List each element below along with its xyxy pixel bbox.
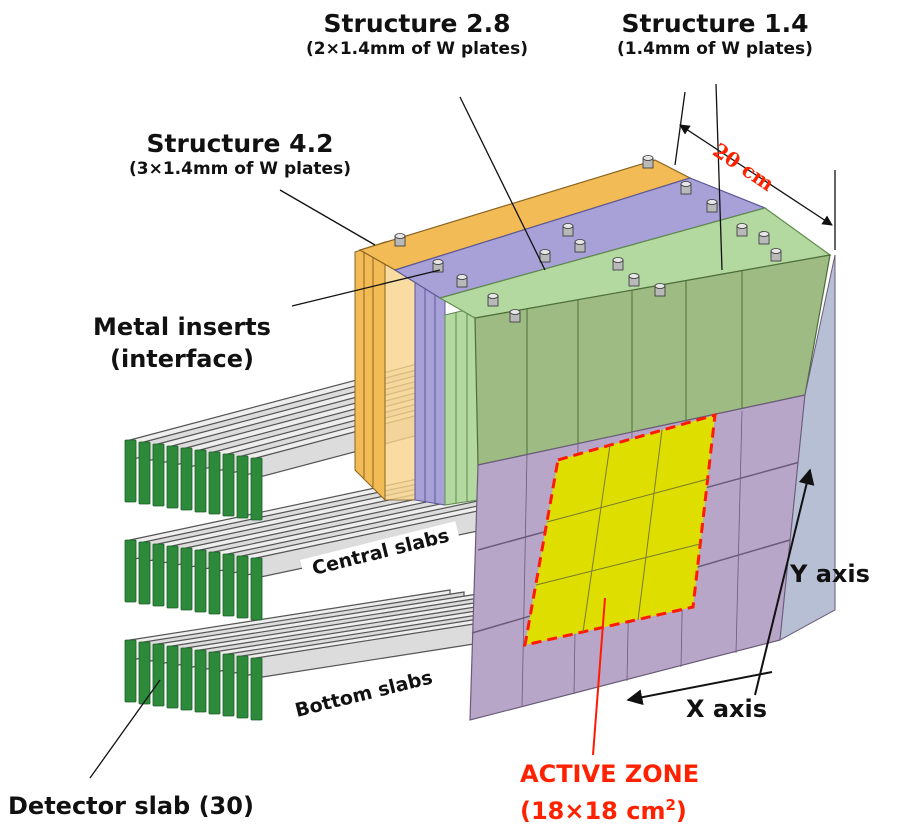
- detector-card: [152, 443, 165, 507]
- insert-cap: [736, 223, 748, 229]
- detector-card: [250, 657, 263, 721]
- detector-card: [124, 439, 137, 503]
- structure-42-subtitle: (3×1.4mm of W plates): [129, 159, 351, 179]
- structure-14-label: Structure 1.4 (1.4mm of W plates): [570, 10, 860, 60]
- insert-cap: [562, 223, 574, 229]
- active-zone-size: (18×18 cm2): [520, 791, 687, 825]
- insert-cap: [680, 181, 692, 187]
- detector-card: [208, 651, 221, 715]
- detector-card: [152, 543, 165, 607]
- x-axis-label: X axis: [686, 695, 768, 723]
- detector-card: [124, 539, 137, 603]
- active-zone: [523, 412, 717, 647]
- detector-card: [180, 547, 193, 611]
- insert-cap: [770, 248, 782, 254]
- active-zone-size-suffix: ): [675, 797, 687, 825]
- active-zone-label: ACTIVE ZONE (18×18 cm2): [520, 760, 700, 825]
- active-zone-size-prefix: (18×18 cm: [520, 797, 666, 825]
- leader-active-zone: [592, 597, 606, 756]
- detector-card: [180, 447, 193, 511]
- insert-cap: [628, 273, 640, 279]
- detector-card: [138, 441, 151, 505]
- insert-cap: [758, 231, 770, 237]
- structure-14-subtitle: (1.4mm of W plates): [617, 39, 813, 59]
- insert-cap: [612, 257, 624, 263]
- structure-42-title: Structure 4.2: [146, 129, 334, 158]
- detector-card: [208, 451, 221, 515]
- insert-cap: [654, 283, 666, 289]
- detector-card: [236, 555, 249, 619]
- insert-cap: [539, 249, 551, 255]
- y-axis-arrow: [754, 468, 815, 696]
- insert-cap: [394, 233, 406, 239]
- structure-42-label: Structure 4.2 (3×1.4mm of W plates): [90, 130, 390, 180]
- detector-card: [166, 545, 179, 609]
- insert-cap: [642, 155, 654, 161]
- y-axis-label: Y axis: [790, 560, 870, 588]
- insert-cap: [574, 239, 586, 245]
- leader-detector-slab: [89, 679, 161, 779]
- leader-structure-28: [459, 96, 546, 271]
- detector-card: [152, 643, 165, 707]
- metal-inserts-label: Metal inserts (interface): [62, 313, 302, 373]
- detector-card: [208, 551, 221, 615]
- detector-card: [124, 639, 137, 703]
- detector-card: [138, 641, 151, 705]
- detector-card: [138, 541, 151, 605]
- insert-cap: [487, 293, 499, 299]
- leader-metal-inserts: [291, 269, 441, 307]
- structure-14-title: Structure 1.4: [621, 9, 809, 38]
- side-plates: [354, 234, 479, 506]
- detector-card: [250, 557, 263, 621]
- insert-cap: [456, 274, 468, 280]
- detector-card: [250, 457, 263, 521]
- detector-card: [194, 449, 207, 513]
- detector-card: [236, 455, 249, 519]
- metal-inserts: [394, 155, 782, 323]
- x-axis-arrow: [626, 671, 773, 706]
- detector-card: [222, 653, 235, 717]
- detector-card: [166, 445, 179, 509]
- metal-inserts-line2: (interface): [110, 345, 254, 373]
- leader-structure-42: [279, 189, 376, 246]
- dim-ext-left: [674, 91, 686, 166]
- detector-card: [166, 645, 179, 709]
- metal-inserts-line1: Metal inserts: [93, 313, 271, 341]
- structure-28-title: Structure 2.8: [323, 9, 511, 38]
- insert-cap: [509, 309, 521, 315]
- structure-28-label: Structure 2.8 (2×1.4mm of W plates): [262, 10, 572, 60]
- detector-card: [194, 549, 207, 613]
- active-zone-size-exponent: 2: [665, 796, 676, 814]
- insert-cap: [432, 259, 444, 265]
- structure-28-subtitle: (2×1.4mm of W plates): [306, 39, 528, 59]
- detector-card: [194, 649, 207, 713]
- dimension-arrow: [679, 124, 833, 226]
- detector-card: [180, 647, 193, 711]
- detector-card: [222, 553, 235, 617]
- detector-card: [222, 453, 235, 517]
- detector-slab-label: Detector slab (30): [8, 792, 254, 820]
- insert-cap: [706, 199, 718, 205]
- detector-card: [236, 655, 249, 719]
- active-zone-title: ACTIVE ZONE: [520, 760, 700, 788]
